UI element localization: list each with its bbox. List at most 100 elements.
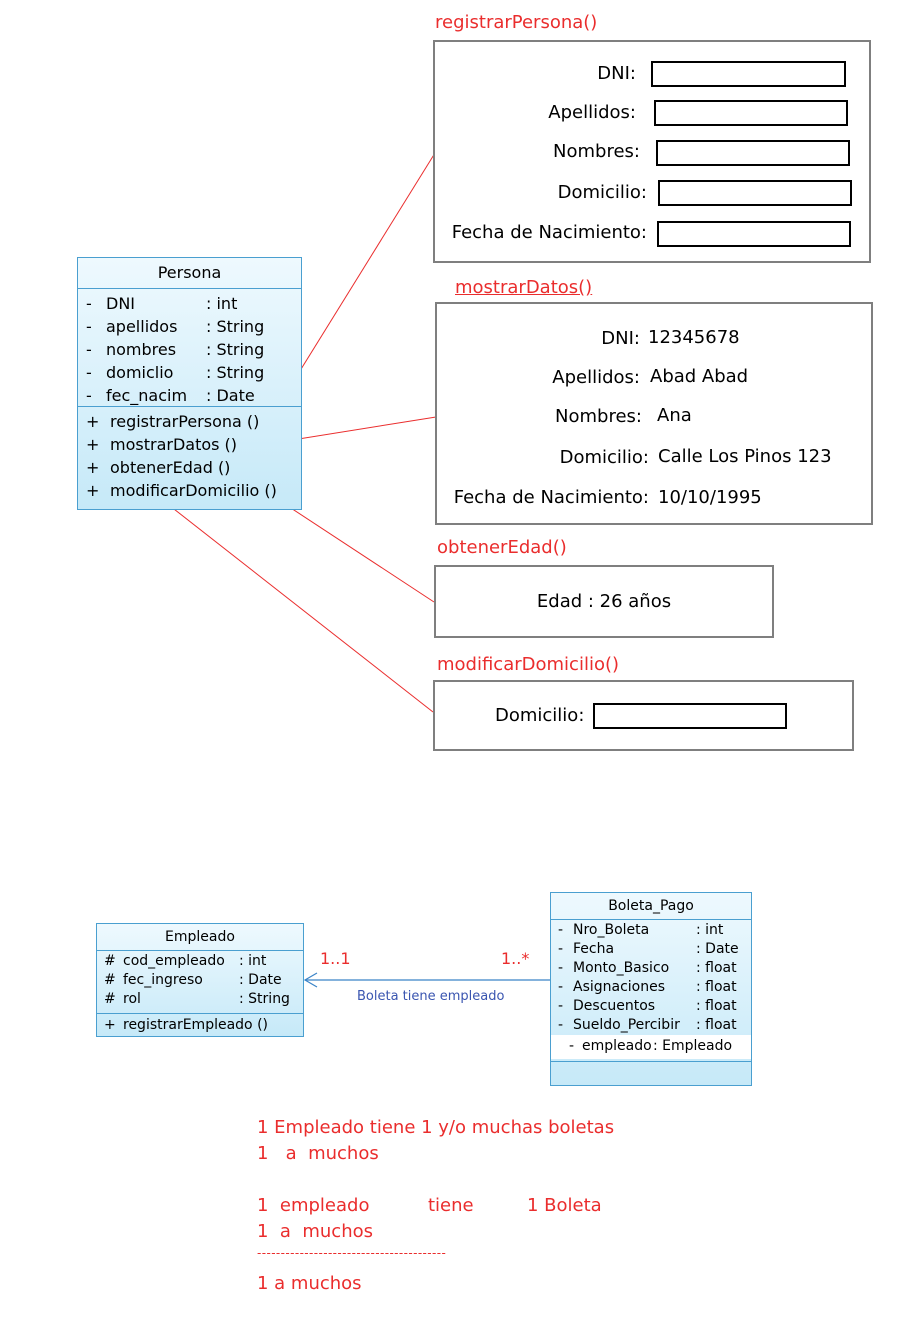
- attribute-name: apellidos: [106, 317, 178, 336]
- attribute-type: : String: [239, 991, 290, 1007]
- visibility: -: [86, 386, 92, 405]
- visibility: +: [86, 412, 100, 431]
- boleta-attribute-row: -Descuentos : float: [551, 997, 751, 1016]
- attribute-name: fec_ingreso: [123, 972, 203, 988]
- registrar-label-dni: DNI:: [597, 63, 636, 84]
- visibility: -: [569, 1038, 575, 1054]
- empleado-attributes: #cod_empleado: int #fec_ingreso: Date #r…: [97, 951, 303, 1014]
- visibility: -: [558, 1017, 564, 1033]
- attribute-type: : float: [696, 979, 737, 995]
- multiplicity-boleta: 1..*: [501, 949, 530, 968]
- note-line-3b: tiene: [428, 1195, 474, 1216]
- method-name: obtenerEdad (): [110, 458, 231, 477]
- registrar-label-apellidos: Apellidos:: [548, 102, 636, 123]
- modificar-panel-title: modificarDomicilio(): [437, 654, 620, 675]
- visibility: -: [86, 340, 92, 359]
- persona-method-row: + modificarDomicilio (): [78, 479, 301, 502]
- attribute-name: Fecha: [573, 941, 615, 957]
- mostrar-value-domicilio: Calle Los Pinos 123: [658, 446, 832, 467]
- visibility: -: [558, 922, 564, 938]
- visibility: -: [558, 979, 564, 995]
- registrar-label-domicilio: Domicilio:: [557, 182, 647, 203]
- mostrar-label-apellidos: Apellidos:: [552, 367, 640, 388]
- registrar-dni-input[interactable]: [651, 61, 846, 87]
- visibility: +: [104, 1017, 116, 1033]
- mostrar-panel: DNI: 12345678 Apellidos: Abad Abad Nombr…: [435, 302, 873, 525]
- attribute-type: : int: [696, 922, 724, 938]
- attribute-name: DNI: [106, 294, 136, 313]
- attribute-name: Descuentos: [573, 998, 656, 1014]
- persona-attribute-row: -DNI : int: [78, 292, 301, 315]
- visibility: +: [86, 481, 100, 500]
- visibility: #: [104, 972, 116, 988]
- method-name: mostrarDatos (): [110, 435, 238, 454]
- empleado-attribute-row: # fec_ingreso : Date: [97, 971, 303, 990]
- registrar-domicilio-input[interactable]: [658, 180, 852, 206]
- attribute-type: : Date: [696, 941, 739, 957]
- note-separator: ----------------------------------------: [257, 1246, 447, 1260]
- attribute-type: : float: [696, 998, 737, 1014]
- visibility: +: [86, 458, 100, 477]
- persona-method-row: + registrarPersona (): [78, 410, 301, 433]
- visibility: #: [104, 991, 116, 1007]
- mostrar-label-fecha: Fecha de Nacimiento:: [453, 487, 649, 508]
- attribute-name: Nro_Boleta: [573, 922, 650, 938]
- visibility: -: [86, 294, 92, 313]
- attribute-name: Asignaciones: [573, 979, 666, 995]
- method-name: registrarEmpleado (): [123, 1017, 268, 1033]
- visibility: -: [86, 317, 92, 336]
- mostrar-value-apellidos: Abad Abad: [650, 366, 749, 387]
- modificar-domicilio-input[interactable]: [593, 703, 787, 729]
- attribute-name: rol: [123, 991, 141, 1007]
- note-line-5: 1 a muchos: [257, 1273, 362, 1294]
- visibility: -: [558, 960, 564, 976]
- note-line-1: 1 Empleado tiene 1 y/o muchas boletas: [257, 1117, 615, 1138]
- method-name: registrarPersona (): [110, 412, 260, 431]
- attribute-name: fec_nacim: [106, 386, 188, 405]
- visibility: -: [558, 998, 564, 1014]
- empleado-class-title: Empleado: [97, 924, 303, 951]
- multiplicity-empleado: 1..1: [320, 949, 351, 968]
- modificar-label-domicilio: Domicilio:: [495, 705, 585, 726]
- edad-panel-title: obtenerEdad(): [437, 537, 567, 558]
- mostrar-value-fecha: 10/10/1995: [658, 487, 762, 508]
- attribute-name: Sueldo_Percibir: [573, 1017, 680, 1033]
- note-line-3c: 1 Boleta: [527, 1195, 602, 1216]
- mostrar-label-domicilio: Domicilio:: [559, 447, 649, 468]
- persona-method-row: + obtenerEdad (): [78, 456, 301, 479]
- persona-attribute-row: -nombres: String: [78, 338, 301, 361]
- boleta-attribute-row: -Fecha : Date: [551, 940, 751, 959]
- modificar-panel: Domicilio:: [433, 680, 854, 751]
- boleta-pago-class: Boleta_Pago -Nro_Boleta: int -Fecha: Dat…: [550, 892, 752, 1086]
- attribute-type: : Date: [206, 386, 255, 405]
- attribute-type: : Date: [239, 972, 282, 988]
- method-name: modificarDomicilio (): [110, 481, 277, 500]
- persona-method-row: + mostrarDatos (): [78, 433, 301, 456]
- registrar-label-nombres: Nombres:: [553, 141, 640, 162]
- registrar-panel: DNI: Apellidos: Nombres: Domicilio: Fech…: [433, 40, 871, 263]
- boleta-empleado-attribute-row: - empleado : Empleado: [551, 1035, 751, 1059]
- empleado-attribute-row: # rol : String: [97, 990, 303, 1009]
- attribute-type: : String: [206, 317, 265, 336]
- visibility: +: [86, 435, 100, 454]
- attribute-type: : int: [206, 294, 238, 313]
- persona-class: Persona -DNI: int -apellidos: String -no…: [77, 257, 302, 510]
- registrar-fecha-input[interactable]: [657, 221, 851, 247]
- attribute-name: empleado: [582, 1038, 652, 1054]
- registrar-nombres-input[interactable]: [656, 140, 850, 166]
- attribute-name: cod_empleado: [123, 953, 225, 969]
- registrar-apellidos-input[interactable]: [654, 100, 848, 126]
- attribute-type: : Empleado: [653, 1038, 733, 1054]
- persona-attribute-row: -domiclio: String: [78, 361, 301, 384]
- mostrar-value-dni: 12345678: [648, 327, 740, 348]
- mostrar-label-nombres: Nombres:: [555, 406, 642, 427]
- empleado-attribute-row: #cod_empleado: int: [97, 952, 303, 971]
- attribute-type: : String: [206, 363, 265, 382]
- visibility: #: [104, 953, 116, 969]
- attribute-name: domiclio: [106, 363, 174, 382]
- empleado-method-row: + registrarEmpleado (): [97, 1016, 303, 1035]
- visibility: -: [558, 941, 564, 957]
- attribute-name: nombres: [106, 340, 177, 359]
- mostrar-label-dni: DNI:: [601, 328, 640, 349]
- connector-modificar: [164, 501, 434, 713]
